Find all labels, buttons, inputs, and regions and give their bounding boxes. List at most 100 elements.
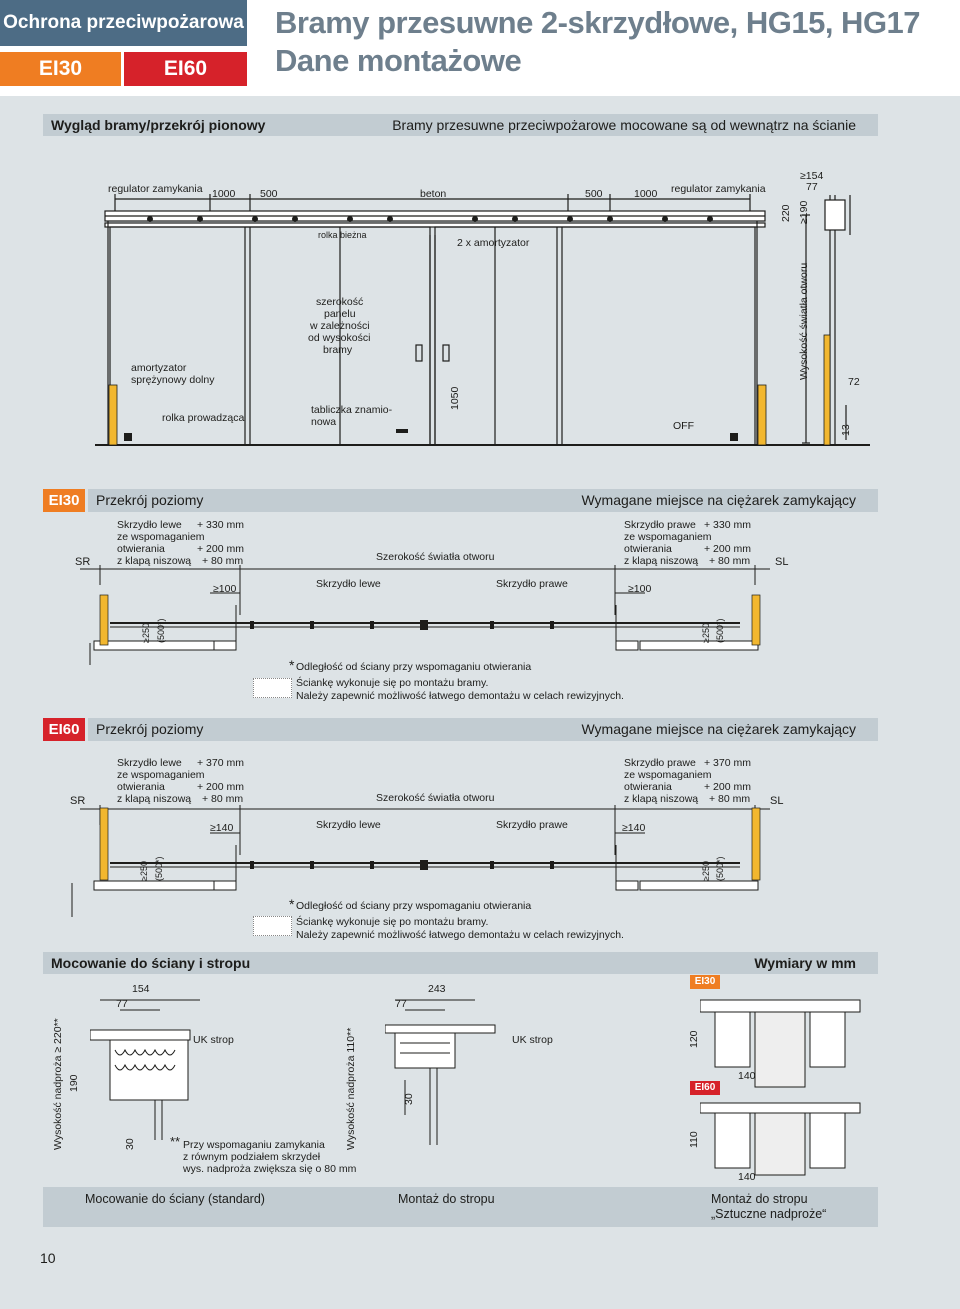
ei60-left-line-4: z klapą niszową (117, 793, 192, 805)
dim-120: 120 (688, 1030, 700, 1048)
ei60-ge140-left: ≥140 (210, 822, 234, 834)
ei30-left-line-3: otwierania (117, 543, 165, 555)
section-note-mounting: Bramy przesuwne przeciwpożarowe mocowane… (392, 117, 856, 133)
mount-note-star: ** (170, 1134, 181, 1149)
ei60-sr: SR (70, 795, 86, 807)
dim-140-a: 140 (738, 1070, 756, 1082)
ei60-right-val-1: + 370 mm (704, 757, 751, 769)
section-title-front-view: Wygląd bramy/przekrój pionowy (51, 117, 266, 133)
label-rolka-biezna: rolka bieżna (318, 230, 367, 240)
ei60-left-line-1: Skrzydło lewe (117, 757, 182, 769)
ei60-ge140-right: ≥140 (622, 822, 646, 834)
ei30-right-val-3: + 80 mm (709, 555, 751, 567)
ei30-right-val-1: + 330 mm (704, 519, 751, 531)
page-number: 10 (40, 1250, 56, 1266)
ei30-left-line-1: Skrzydło lewe (117, 519, 182, 531)
ei30-sl: SL (775, 556, 789, 568)
ei60-left-line-2: ze wspomaganiem (117, 769, 205, 781)
ei30-weight-note: Wymagane miejsce na ciężarek zamykający (581, 492, 856, 508)
dim-30-b: 30 (403, 1093, 415, 1105)
dim-72: 72 (848, 376, 860, 388)
ei60-center-label: Szerokość światła otworu (376, 792, 495, 804)
dim-1050: 1050 (449, 386, 461, 410)
ei30-ge100-left: ≥100 (213, 583, 237, 595)
ei30-left-line-2: ze wspomaganiem (117, 531, 205, 543)
mount-note-1: Przy wspomaganiu zamykania (183, 1139, 325, 1151)
label-wys-220: Wysokość nadproża ≥ 220** (52, 1018, 64, 1150)
mount-note-2: z równym podziałem skrzydeł (183, 1151, 321, 1163)
ei30-right-val-2: + 200 mm (704, 543, 751, 555)
mounting-title: Mocowanie do ściany i stropu (51, 955, 251, 971)
dim-154: ≥154 (800, 170, 824, 182)
dim-77-mount-a: 77 (116, 998, 128, 1010)
ei30-left-val-1: + 330 mm (197, 519, 244, 531)
label-panel-4: od wysokości (308, 332, 371, 344)
title-line-2: Dane montażowe (275, 43, 522, 78)
ei60-note-2: Ściankę wykonuje się po montażu bramy. (296, 916, 489, 928)
ei60-left-line-3: otwierania (117, 781, 165, 793)
ei60-500-right: (500*) (715, 856, 725, 881)
mount-note-3: wys. nadproża zwiększa się o 80 mm (183, 1163, 357, 1175)
ei60-section-tag: EI60 (43, 718, 85, 741)
ei30-note-3: Należy zapewnić możliwość łatwego demont… (296, 690, 624, 702)
caption-lintel-2: „Sztuczne nadproże“ (711, 1207, 827, 1221)
ei60-note-1: Odległość od ściany przy wspomaganiu otw… (296, 900, 532, 912)
caption-ceiling-mount: Montaż do stropu (398, 1192, 495, 1206)
ei30-wing-right: Skrzydło prawe (496, 578, 568, 590)
ei30-ge100-right: ≥100 (628, 583, 652, 595)
ei60-badge: EI60 (124, 52, 247, 86)
label-amortyzator-2: sprężynowy dolny (131, 374, 215, 386)
ei60-left-val-3: + 80 mm (202, 793, 244, 805)
ei60-note-3: Należy zapewnić możliwość łatwego demont… (296, 929, 624, 941)
dim-500-right: 500 (585, 188, 603, 200)
ceiling-mount-drawing (385, 999, 496, 1145)
dim-220: 220 (780, 204, 792, 222)
mounting-units: Wymiary w mm (754, 955, 856, 971)
section-bar-ei60: Przekrój poziomy Wymagane miejsce na cię… (88, 718, 878, 741)
section-bar-ei30: Przekrój poziomy Wymagane miejsce na cię… (88, 489, 878, 512)
label-panel-3: w zależności (310, 320, 370, 332)
ei60-wing-left: Skrzydło lewe (316, 819, 381, 831)
ei30-right-line-3: otwierania (624, 543, 672, 555)
dim-500-left: 500 (260, 188, 278, 200)
ei60-wing-right: Skrzydło prawe (496, 819, 568, 831)
ei30-note-star: * (289, 657, 295, 673)
ei60-right-line-4: z klapą niszową (624, 793, 699, 805)
ei60-right-line-1: Skrzydło prawe (624, 757, 696, 769)
ei60-right-val-2: + 200 mm (704, 781, 751, 793)
mount-ei60-tag: EI60 (690, 1081, 720, 1095)
ei30-right-line-2: ze wspomaganiem (624, 531, 712, 543)
ei30-right-line-1: Skrzydło prawe (624, 519, 696, 531)
ei60-wall-legend (253, 916, 292, 936)
ei60-plan-drawing (71, 805, 770, 917)
ei30-ge250-right: ≥250 (701, 623, 711, 643)
ei30-left-val-2: + 200 mm (197, 543, 244, 555)
ei30-note-2: Ściankę wykonuje się po montażu bramy. (296, 677, 489, 689)
title-line-1: Bramy przesuwne 2-skrzydłowe, HG15, HG17 (275, 5, 921, 40)
label-panel-2: panelu (324, 308, 356, 320)
ei60-title: Przekrój poziomy (96, 721, 204, 737)
section-bar-mounting: Mocowanie do ściany i stropu Wymiary w m… (43, 952, 878, 974)
label-panel-5: bramy (323, 344, 353, 356)
mounting-caption-bar (43, 1187, 878, 1227)
ei60-sl: SL (770, 795, 784, 807)
ei30-500-right: (500*) (715, 618, 725, 643)
ei60-note-star: * (289, 896, 295, 912)
label-beton: beton (420, 188, 447, 200)
ei60-left-val-1: + 370 mm (197, 757, 244, 769)
ei30-500-left: (500*) (156, 618, 166, 643)
dim-110: 110 (688, 1131, 700, 1148)
dim-77: 77 (806, 181, 818, 193)
ei60-left-val-2: + 200 mm (197, 781, 244, 793)
ei60-right-val-3: + 80 mm (709, 793, 751, 805)
section-bar-front-view: Wygląd bramy/przekrój pionowy Bramy prze… (43, 114, 878, 136)
label-2x-amortyzator: 2 x amortyzator (457, 237, 530, 249)
ei30-center-label: Szerokość światła otworu (376, 551, 495, 563)
dim-1000-right: 1000 (634, 188, 658, 200)
ei30-title: Przekrój poziomy (96, 492, 204, 508)
front-view-drawing (95, 194, 870, 446)
ei30-left-val-3: + 80 mm (202, 555, 244, 567)
caption-wall-mount: Mocowanie do ściany (standard) (85, 1192, 265, 1206)
dim-190: ≥190 (798, 200, 810, 224)
ei60-right-line-3: otwierania (624, 781, 672, 793)
